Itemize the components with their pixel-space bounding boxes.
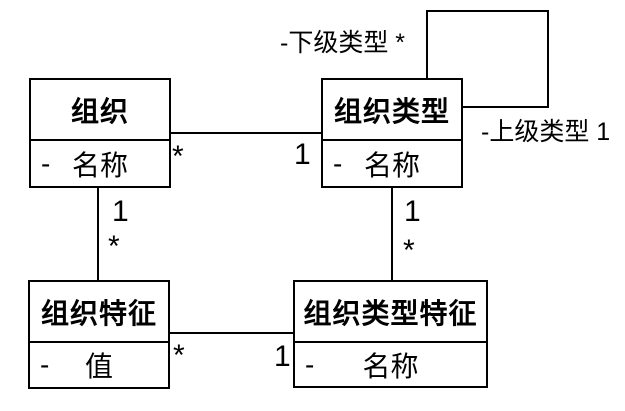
class-box-organization-feature[interactable]: 组织特征 - 值 <box>28 280 170 389</box>
role-label-parent-type: -上级类型 1 <box>481 118 611 146</box>
class-title-organization: 组织 <box>31 80 169 141</box>
multiplicity-organizationtype-down-side: 1 <box>404 195 421 228</box>
visibility-marker: - <box>40 349 50 380</box>
association-edge-organization-organizationtype[interactable] <box>170 132 322 134</box>
association-edge-organization-organizationfeature[interactable] <box>97 187 99 281</box>
attribute-row-organization-type: - 名称 <box>323 141 461 186</box>
class-title-organization-feature: 组织特征 <box>30 282 168 343</box>
class-title-organization-type-feature: 组织类型特征 <box>295 282 486 343</box>
multiplicity-organization-side: * <box>172 140 184 173</box>
attribute-row-organization-type-feature: - 名称 <box>295 343 486 386</box>
attribute-row-organization: - 名称 <box>31 141 169 186</box>
class-title-organization-type: 组织类型 <box>323 80 461 141</box>
association-edge-organizationtype-organizationtypefeature[interactable] <box>391 187 393 281</box>
association-edge-organizationfeature-organizationtypefeature[interactable] <box>169 332 294 334</box>
visibility-marker: - <box>305 348 315 380</box>
self-association-edge-organization-type[interactable] <box>426 10 549 108</box>
attribute-name: 值 <box>84 351 113 382</box>
attribute-name: 名称 <box>363 149 420 181</box>
class-box-organization[interactable]: 组织 - 名称 <box>29 78 171 188</box>
multiplicity-organizationfeature-right-side: * <box>173 339 185 372</box>
class-box-organization-type[interactable]: 组织类型 - 名称 <box>321 78 463 188</box>
attribute-row-organization-feature: - 值 <box>30 343 168 387</box>
attribute-name: 名称 <box>362 350 419 382</box>
role-label-child-type: -下级类型 * <box>280 29 406 57</box>
visibility-marker: - <box>333 147 343 179</box>
visibility-marker: - <box>41 147 51 179</box>
class-box-organization-type-feature[interactable]: 组织类型特征 - 名称 <box>293 280 488 388</box>
multiplicity-organization-down-side: 1 <box>112 195 129 228</box>
attribute-name: 名称 <box>71 149 128 181</box>
multiplicity-organizationtype-side: 1 <box>294 138 311 171</box>
multiplicity-organizationtypefeature-left-side: 1 <box>274 340 291 373</box>
multiplicity-organizationtypefeature-up-side: * <box>403 234 415 267</box>
multiplicity-organizationfeature-side: * <box>108 230 120 263</box>
